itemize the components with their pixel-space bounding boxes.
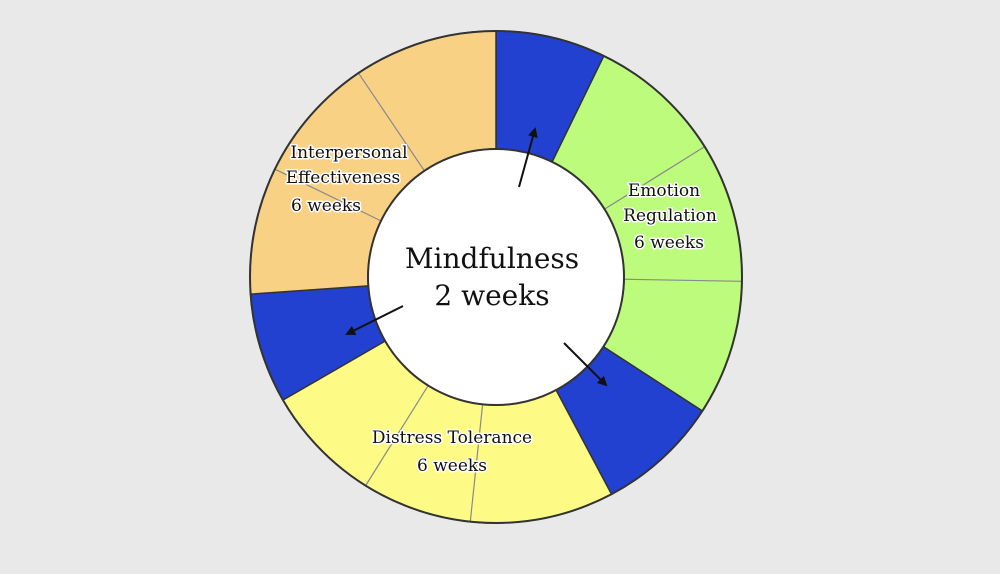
interpersonal-label: Interpersonal Effectiveness 6 weeks bbox=[284, 142, 409, 218]
emotion-divider-1 bbox=[604, 146, 705, 210]
emotion-label: Emotion Regulation 6 weeks bbox=[622, 180, 719, 255]
distress-divider-1 bbox=[469, 404, 484, 522]
arrow-to-left-mindfulness bbox=[345, 305, 404, 335]
center-duration: 2 weeks bbox=[434, 279, 549, 312]
distress-label: Distress Tolerance 6 weeks bbox=[370, 427, 533, 478]
emotion-label-line-1: Emotion bbox=[628, 181, 700, 201]
interpersonal-label-line-2: Effectiveness bbox=[286, 168, 400, 188]
center-circle bbox=[367, 148, 625, 406]
distress-label-line-1: Distress Tolerance bbox=[372, 428, 532, 448]
arrow-to-top-mindfulness bbox=[518, 127, 538, 188]
emotion-divider-2 bbox=[623, 278, 742, 282]
interpersonal-divider-2 bbox=[357, 72, 425, 172]
center-title: Mindfulness bbox=[405, 242, 579, 275]
interpersonal-label-line-3: 6 weeks bbox=[291, 196, 361, 216]
emotion-label-line-2: Regulation bbox=[623, 206, 717, 226]
emotion-label-line-3: 6 weeks bbox=[634, 233, 704, 253]
arrow-to-right-mindfulness bbox=[563, 342, 608, 387]
interpersonal-label-line-1: Interpersonal bbox=[290, 143, 407, 163]
distress-label-line-2: 6 weeks bbox=[417, 456, 487, 476]
week-dividers bbox=[274, 72, 742, 522]
outer-ring-outline bbox=[249, 30, 743, 524]
interpersonal-divider-1 bbox=[274, 168, 382, 222]
distress-divider-2 bbox=[365, 385, 429, 486]
